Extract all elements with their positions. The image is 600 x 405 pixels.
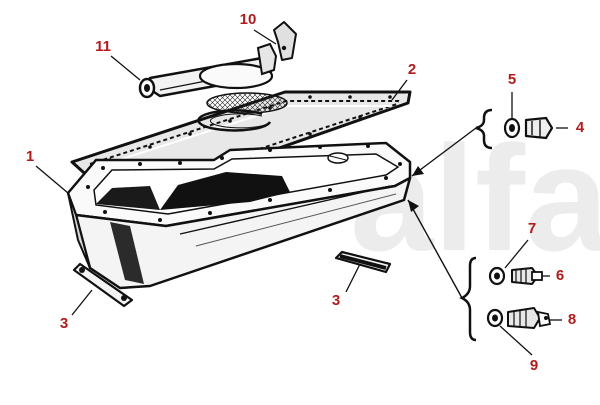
arrowhead-lower [408, 200, 419, 212]
drain-plug [524, 116, 554, 140]
callout-2: 2 [408, 61, 416, 78]
drain-plug-washer [503, 117, 521, 139]
mounting-bracket [273, 21, 297, 61]
sender-washer-upper [488, 266, 506, 286]
leader-lines [35, 29, 568, 356]
callout-3-right: 3 [332, 292, 340, 309]
callout-labels: 1 2 3 3 4 5 6 7 8 9 10 11 [26, 11, 585, 374]
oil-pickup-pipe [138, 42, 278, 99]
callout-8: 8 [568, 311, 576, 328]
pressure-switch [507, 307, 552, 329]
sender-washer-lower [486, 308, 504, 328]
support-strap-left [72, 262, 134, 308]
arrowhead-upper [412, 166, 424, 176]
callout-6: 6 [556, 267, 564, 284]
callout-11: 11 [95, 38, 111, 55]
strainer-mesh [206, 92, 288, 114]
callout-10: 10 [240, 11, 257, 28]
temperature-sender [511, 267, 543, 285]
support-strap-right [334, 250, 392, 274]
callout-9: 9 [530, 357, 538, 374]
callout-1: 1 [26, 148, 34, 165]
callout-3-left: 3 [60, 315, 68, 332]
oil-pan [66, 141, 412, 290]
snap-ring [197, 109, 272, 132]
callout-4: 4 [576, 119, 585, 136]
callout-7: 7 [528, 220, 536, 237]
pointer-arrows [407, 127, 477, 299]
callout-5: 5 [508, 71, 516, 88]
